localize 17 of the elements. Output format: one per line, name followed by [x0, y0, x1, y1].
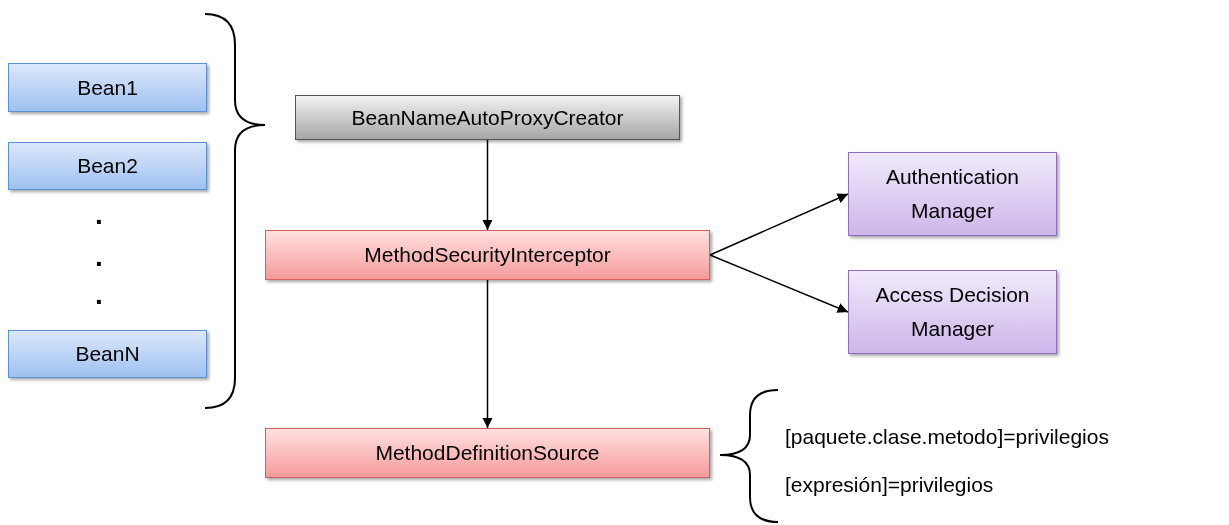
process-box: MethodDefinitionSource — [265, 428, 710, 478]
arrow — [709, 193, 849, 256]
arrow — [482, 279, 493, 429]
ellipsis-dot: . — [95, 280, 103, 310]
process-box: MethodSecurityInterceptor — [265, 230, 710, 280]
manager-box: Access Decision Manager — [848, 270, 1057, 354]
note-text: [paquete.clase.metodo]=privilegios — [785, 424, 1110, 450]
arrow — [709, 254, 849, 313]
ellipsis-dot: . — [95, 242, 103, 272]
bean-box: Bean1 — [8, 63, 207, 112]
arrow — [482, 139, 493, 231]
bean-box: BeanN — [8, 330, 207, 378]
note-text: [expresión]=privilegios — [785, 472, 995, 498]
bean-box: Bean2 — [8, 142, 207, 190]
process-box: BeanNameAutoProxyCreator — [295, 95, 680, 140]
ellipsis-dot: . — [95, 200, 103, 230]
manager-box: Authentication Manager — [848, 152, 1057, 236]
